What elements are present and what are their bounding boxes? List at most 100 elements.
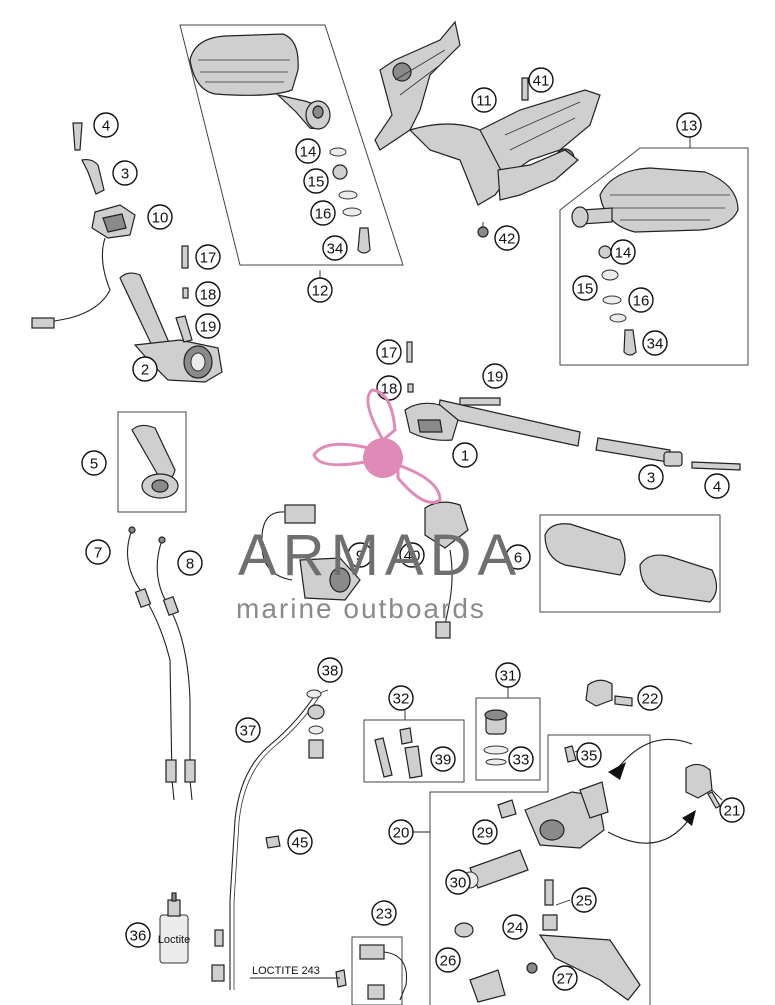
callout-5: 5 — [81, 450, 107, 476]
callout-number: 41 — [533, 73, 550, 90]
callout-circle — [85, 539, 111, 565]
armada-watermark: ARMADA marine outboards — [236, 388, 522, 624]
callout-circle — [371, 900, 397, 926]
callout-circle — [576, 742, 602, 768]
callout-number: 17 — [381, 345, 398, 362]
callout-2: 2 — [132, 356, 158, 382]
reservoir-cap-box — [475, 697, 541, 781]
callout-circle — [528, 67, 554, 93]
loctite-note: LOCTITE 243 — [252, 965, 320, 977]
callout-number: 13 — [681, 118, 698, 135]
callout-33: 33 — [508, 746, 534, 772]
callout-number: 24 — [507, 920, 524, 937]
watermark-tagline: marine outboards — [236, 593, 486, 624]
callout-circle — [376, 339, 402, 365]
callout-circle — [610, 239, 636, 265]
callout-29: 29 — [472, 819, 498, 845]
callout-number: 9 — [356, 548, 364, 565]
grip-throttle-box — [117, 411, 187, 513]
callout-40: 40 — [399, 542, 425, 568]
callout-circle — [571, 887, 597, 913]
callout-23: 23 — [371, 900, 397, 926]
callout-12: 12 — [307, 277, 333, 303]
callout-37: 37 — [235, 717, 261, 743]
callout-15: 15 — [303, 168, 329, 194]
callout-circle — [195, 244, 221, 270]
callout-number: 37 — [240, 723, 257, 740]
callout-4: 4 — [93, 112, 119, 138]
callout-number: 38 — [322, 663, 339, 680]
callout-9: 9 — [347, 542, 373, 568]
callout-number: 6 — [514, 550, 522, 567]
callout-18: 18 — [195, 281, 221, 307]
callout-circle — [435, 947, 461, 973]
callout-circle — [494, 225, 520, 251]
callout-18: 18 — [376, 375, 402, 401]
callout-layer: 4310171819214151634121141421314151634171… — [81, 67, 745, 991]
callout-27: 27 — [552, 965, 578, 991]
callout-45: 45 — [287, 829, 313, 855]
throttle-cables — [127, 526, 196, 801]
callout-11: 11 — [471, 87, 497, 113]
callout-number: 35 — [581, 748, 598, 765]
callout-30: 30 — [445, 869, 471, 895]
callout-circle — [195, 313, 221, 339]
callout-7: 7 — [85, 539, 111, 565]
callout-number: 18 — [200, 287, 217, 304]
callout-number: 42 — [499, 231, 516, 248]
callout-circle — [471, 87, 497, 113]
callout-circle — [177, 550, 203, 576]
watermark-brand: ARMADA — [238, 523, 522, 588]
callout-38: 38 — [317, 657, 343, 683]
callout-number: 32 — [393, 691, 410, 708]
callout-number: 33 — [513, 752, 530, 769]
callout-circle — [307, 277, 333, 303]
callout-circle — [452, 442, 478, 468]
callout-number: 29 — [477, 825, 494, 842]
callout-22: 22 — [637, 685, 663, 711]
callout-number: 4 — [713, 479, 721, 496]
callout-number: 19 — [200, 319, 217, 336]
brake-master-assembly — [429, 679, 721, 1005]
callout-34: 34 — [642, 330, 668, 356]
callout-26: 26 — [435, 947, 461, 973]
callout-circle — [81, 450, 107, 476]
callout-number: 34 — [327, 241, 344, 258]
callout-8: 8 — [177, 550, 203, 576]
callout-14: 14 — [610, 239, 636, 265]
callout-36: 36 — [125, 922, 151, 948]
callout-circle — [147, 204, 173, 230]
callout-number: 16 — [315, 206, 332, 223]
grips-box — [539, 514, 721, 613]
callout-16: 16 — [310, 200, 336, 226]
callout-circle — [388, 685, 414, 711]
callout-circle — [642, 330, 668, 356]
callout-circle — [482, 363, 508, 389]
callout-32: 32 — [388, 685, 414, 711]
callout-circle — [93, 112, 119, 138]
callout-circle — [572, 275, 598, 301]
callout-circle — [637, 685, 663, 711]
callout-number: 40 — [404, 548, 421, 565]
rotation-arrows — [607, 738, 696, 844]
callout-circle — [638, 464, 664, 490]
callout-number: 22 — [642, 691, 659, 708]
callout-number: 16 — [633, 293, 650, 310]
callout-13: 13 — [676, 112, 702, 138]
brake-hose-assembly — [211, 689, 325, 990]
callout-circle — [132, 356, 158, 382]
callout-circle — [719, 797, 745, 823]
callout-circle — [704, 473, 730, 499]
handlebar-assembly — [404, 341, 741, 471]
callout-41: 41 — [528, 67, 554, 93]
callout-number: 4 — [102, 118, 110, 135]
callout-20: 20 — [388, 819, 414, 845]
callout-31: 31 — [495, 662, 521, 688]
callout-circle — [235, 717, 261, 743]
watermark-propeller-logo — [312, 388, 442, 504]
reservoir-parts-box — [363, 719, 465, 783]
callout-6: 6 — [505, 544, 531, 570]
callout-number: 3 — [647, 470, 655, 487]
callout-4: 4 — [704, 473, 730, 499]
